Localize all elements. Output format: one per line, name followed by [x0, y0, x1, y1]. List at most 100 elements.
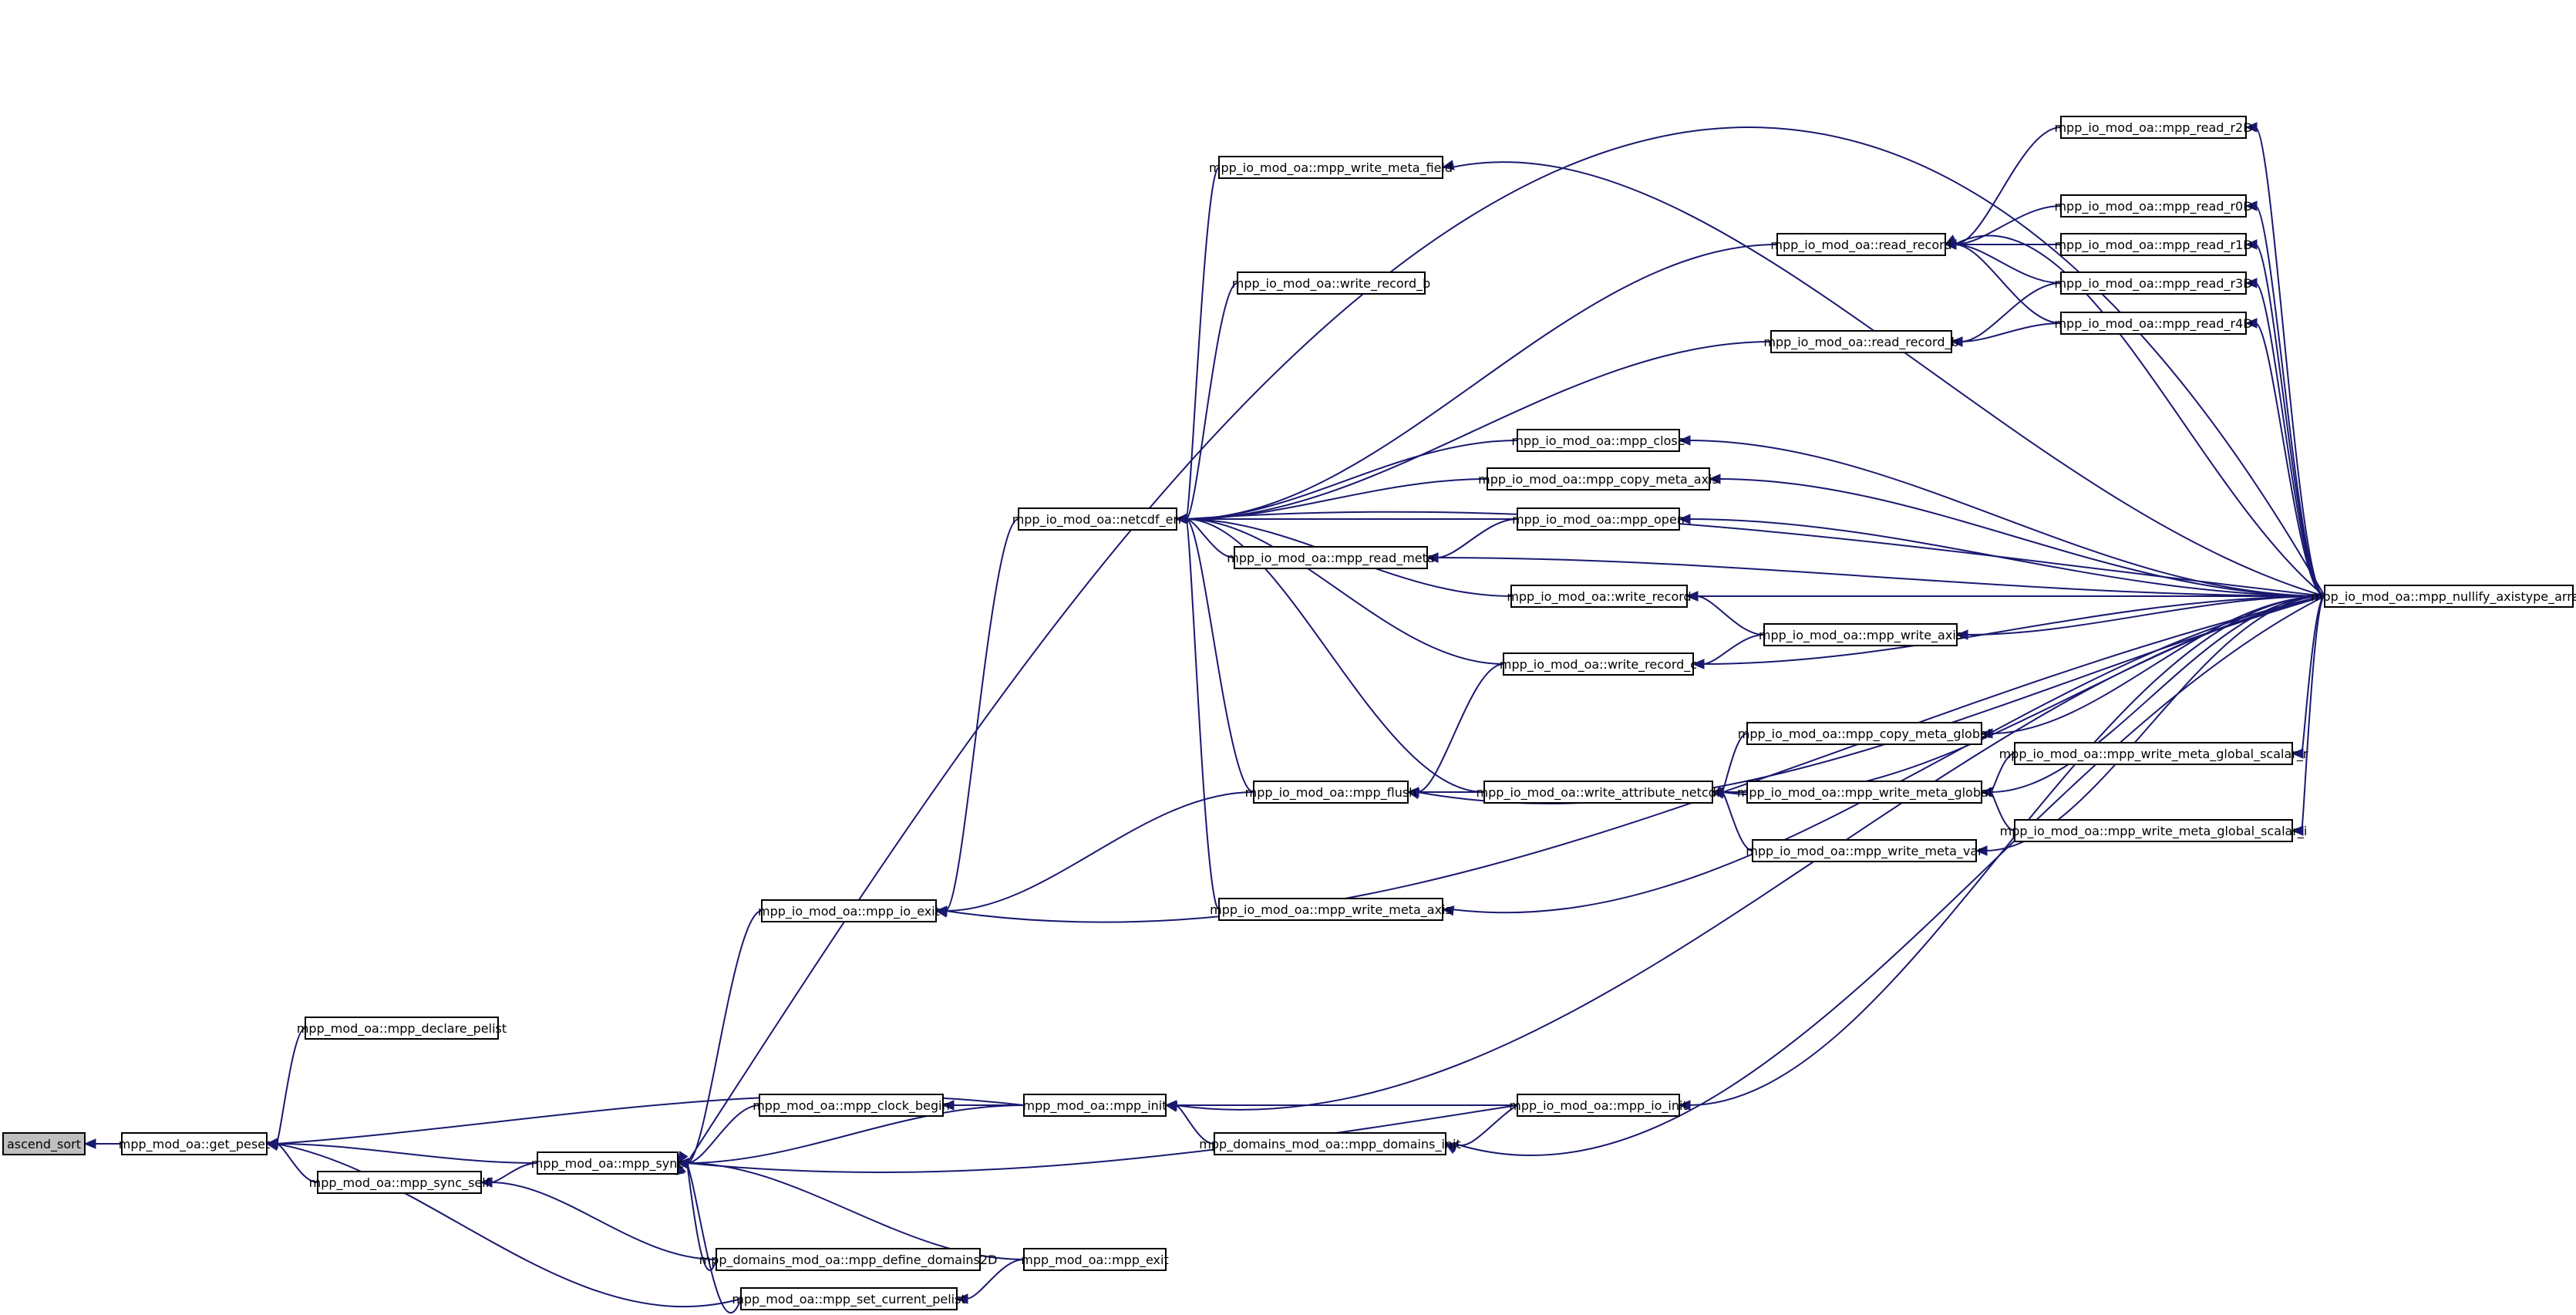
call-edge-line: [1718, 478, 2325, 597]
graph-node-read-r3d[interactable]: mpp_io_mod_oa::mpp_read_r3D: [2054, 271, 2253, 295]
call-edge-line: [686, 1162, 1025, 1260]
call-edge-arrowhead: [1444, 1141, 1458, 1152]
graph-node-mpp-init[interactable]: mpp_mod_oa::mpp_init: [1022, 1094, 1167, 1117]
call-edge-line: [1702, 595, 2325, 665]
graph-node-write-meta-axis[interactable]: mpp_io_mod_oa::mpp_write_meta_axis: [1210, 898, 1452, 921]
call-edge-line: [1185, 167, 1220, 520]
graph-node-box: [2060, 312, 2247, 335]
graph-node-write-attribute-netcdf[interactable]: mpp_io_mod_oa::write_attribute_netcdf: [1477, 781, 1721, 804]
graph-node-box: [1746, 722, 1982, 745]
graph-node-set-current-pelist[interactable]: mpp_mod_oa::mpp_set_current_pelist: [732, 1287, 966, 1310]
graph-node-label: mpp_io_mod_oa::mpp_open: [1512, 512, 1685, 528]
call-edge: [2244, 122, 2325, 597]
call-edge-line: [686, 1162, 742, 1314]
graph-node-mpp-sync[interactable]: mpp_mod_oa::mpp_sync: [531, 1151, 684, 1175]
call-edge-line: [1416, 663, 1504, 793]
graph-node-write-record-b[interactable]: mpp_io_mod_oa::write_record_b: [1232, 271, 1431, 295]
graph-node-io-init[interactable]: mpp_io_mod_oa::mpp_io_init: [1509, 1094, 1688, 1117]
graph-node-box: [2060, 233, 2247, 256]
graph-node-ascend-sort[interactable]: ascend_sort: [2, 1132, 86, 1155]
call-edge-arrowhead: [1678, 514, 1691, 524]
call-edge-line: [1185, 518, 1220, 910]
graph-node-sync-self[interactable]: mpp_mod_oa::mpp_sync_self: [309, 1171, 490, 1194]
graph-node-mpp-flush[interactable]: mpp_io_mod_oa::mpp_flush: [1245, 781, 1417, 804]
call-edge-arrowhead: [934, 907, 948, 918]
graph-node-label: mpp_io_mod_oa::mpp_read_r3D: [2054, 276, 2252, 292]
call-edge-line: [1954, 244, 2062, 324]
graph-node-define-domains2d[interactable]: mpp_domains_mod_oa::mpp_define_domains2D: [699, 1248, 998, 1271]
call-edge-line: [1702, 634, 1765, 665]
graph-node-write-meta-field[interactable]: mpp_io_mod_oa::mpp_write_meta_field: [1209, 156, 1453, 179]
graph-node-read-record-b[interactable]: mpp_io_mod_oa::read_record_b: [1763, 330, 1959, 353]
call-edge-line: [1695, 595, 1765, 636]
graph-node-box: [740, 1287, 958, 1310]
graph-node-copy-meta-axis[interactable]: mpp_io_mod_oa::mpp_copy_meta_axis: [1478, 467, 1719, 491]
graph-node-declare-pelist[interactable]: mpp_mod_oa::mpp_declare_pelist: [297, 1017, 507, 1040]
call-edge: [1944, 234, 2325, 597]
graph-node-label: mpp_io_mod_oa::mpp_write_meta_field: [1209, 160, 1453, 176]
graph-node-box: [1510, 585, 1688, 608]
graph-node-write-record-c[interactable]: mpp_io_mod_oa::write_record_c: [1500, 652, 1697, 676]
graph-node-netcdf-err[interactable]: mpp_io_mod_oa::netcdf_err: [1012, 507, 1184, 531]
call-edge-line: [1954, 205, 2062, 245]
graph-node-clock-begin[interactable]: mpp_mod_oa::mpp_clock_begin: [753, 1094, 950, 1117]
graph-node-meta-global-scalar-i[interactable]: mpp_io_mod_oa::mpp_write_meta_global_sca…: [2000, 819, 2308, 842]
call-edge-arrowhead: [1426, 552, 1439, 563]
call-edge: [934, 791, 1254, 916]
graph-node-box: [2324, 585, 2574, 608]
graph-node-box: [537, 1151, 679, 1175]
graph-node-mpp-exit[interactable]: mpp_mod_oa::mpp_exit: [1021, 1248, 1169, 1271]
graph-node-box: [1746, 781, 1982, 804]
graph-node-copy-meta-global[interactable]: mpp_io_mod_oa::mpp_copy_meta_global: [1738, 722, 1991, 745]
call-edge-line: [1954, 244, 2062, 284]
graph-node-write-record[interactable]: mpp_io_mod_oa::write_record: [1507, 585, 1692, 608]
call-edge-line: [1454, 1104, 1518, 1146]
graph-node-meta-global-scalar-r[interactable]: mpp_io_mod_oa::mpp_write_meta_global_sca…: [1999, 742, 2308, 765]
graph-node-box: [2060, 271, 2247, 295]
call-edge: [1175, 282, 1238, 524]
call-edge-arrowhead: [1175, 513, 1188, 524]
graph-node-label: mpp_io_mod_oa::mpp_flush: [1245, 785, 1417, 801]
call-edge: [676, 1158, 1025, 1260]
graph-node-box: [1023, 1094, 1167, 1117]
graph-node-write-axis[interactable]: mpp_io_mod_oa::mpp_write_axis: [1759, 623, 1962, 646]
graph-node-box: [1776, 233, 1946, 256]
call-edge-arrowhead: [2291, 825, 2304, 836]
graph-node-read-r0d[interactable]: mpp_io_mod_oa::mpp_read_r0D: [2054, 194, 2253, 217]
call-edge-arrowhead: [1164, 1100, 1177, 1111]
graph-node-label: mpp_io_mod_oa::mpp_write_meta_var: [1746, 844, 1983, 859]
graph-node-get-peset[interactable]: mpp_mod_oa::get_peset: [119, 1132, 271, 1155]
call-edge: [1444, 595, 2325, 1156]
call-edge-line: [1990, 595, 2325, 793]
call-edge: [83, 1138, 122, 1149]
graph-node-read-r2d[interactable]: mpp_io_mod_oa::mpp_read_r2D: [2054, 116, 2253, 139]
call-edge-line: [686, 1104, 1025, 1164]
graph-node-read-record[interactable]: mpp_io_mod_oa::read_record: [1770, 233, 1952, 256]
graph-node-io-exit[interactable]: mpp_io_mod_oa::mpp_io_exit: [758, 899, 940, 922]
call-edge-arrowhead: [1678, 435, 1691, 446]
graph-node-label: mpp_io_mod_oa::netcdf_err: [1012, 512, 1184, 528]
graph-node-write-meta-global[interactable]: mpp_io_mod_oa::mpp_write_meta_global: [1737, 781, 1992, 804]
graph-node-domains-init[interactable]: mpp_domains_mod_oa::mpp_domains_init: [1199, 1132, 1461, 1155]
call-edge-line: [2254, 282, 2325, 597]
graph-node-label: mpp_io_mod_oa::mpp_copy_meta_axis: [1478, 472, 1719, 487]
graph-node-read-r4d[interactable]: mpp_io_mod_oa::mpp_read_r4D: [2054, 312, 2253, 335]
graph-node-write-meta-var[interactable]: mpp_io_mod_oa::mpp_write_meta_var: [1746, 839, 1983, 862]
call-edge-line: [2254, 126, 2325, 597]
graph-node-mpp-close[interactable]: mpp_io_mod_oa::mpp_close: [1511, 429, 1685, 452]
call-edge-line: [686, 910, 763, 1164]
call-edge-line: [686, 1104, 760, 1164]
graph-node-read-r1d[interactable]: mpp_io_mod_oa::mpp_read_r1D: [2054, 233, 2253, 256]
graph-node-read-meta[interactable]: mpp_io_mod_oa::mpp_read_meta: [1227, 546, 1435, 569]
call-edge: [941, 1100, 1024, 1111]
call-edge-line: [1960, 282, 2062, 342]
graph-node-mpp-open[interactable]: mpp_io_mod_oa::mpp_open: [1512, 507, 1685, 531]
graph-node-box: [2014, 819, 2293, 842]
call-edge: [1955, 595, 2325, 640]
call-edge: [1980, 595, 2325, 797]
graph-node-label: mpp_io_mod_oa::mpp_write_axis: [1759, 628, 1962, 643]
call-edge-arrowhead: [2244, 239, 2258, 250]
graph-node-nullify[interactable]: mpp_io_mod_oa::mpp_nullify_axistype_arra…: [2311, 585, 2576, 608]
